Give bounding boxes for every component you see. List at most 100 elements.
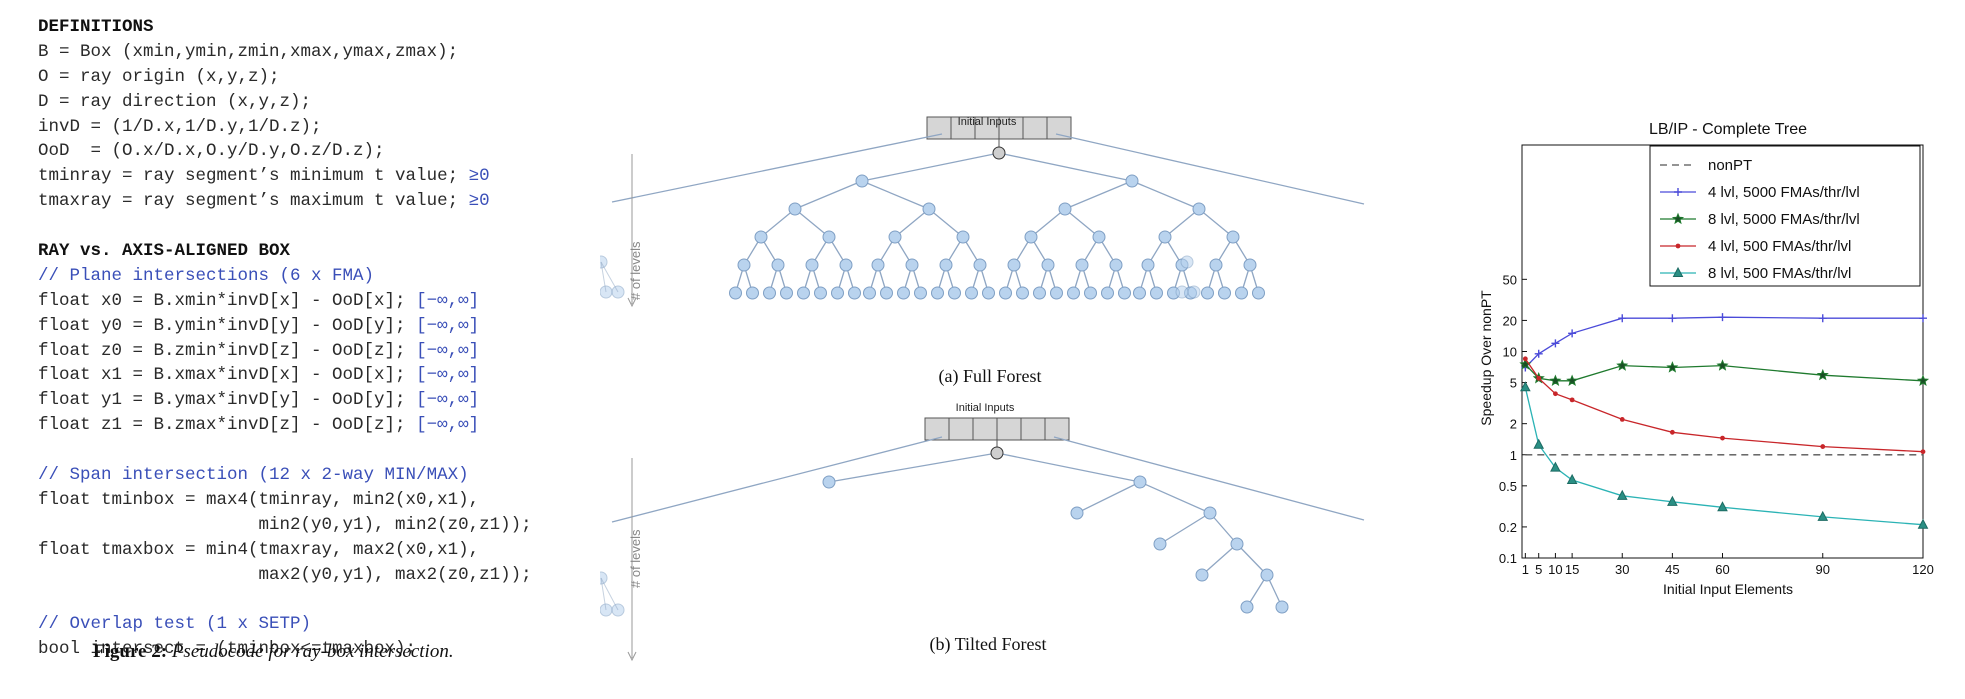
tree-node <box>839 258 853 272</box>
tree-node <box>1240 600 1254 614</box>
tree-node <box>771 258 785 272</box>
code-text: OoD = (O.x/D.x,O.y/D.y,O.z/D.z); <box>38 141 385 162</box>
tree-node <box>1180 255 1194 269</box>
input-cell <box>996 417 1022 441</box>
tree-node <box>1203 506 1217 520</box>
full-forest <box>600 116 1365 308</box>
ray-box-header: RAY vs. AXIS-ALIGNED BOX <box>38 241 291 262</box>
code-line: float x1 = B.xmax*invD[x] - OoD[x]; [−∞,… <box>38 363 598 388</box>
tree-node <box>1024 230 1038 244</box>
tree-node <box>1195 568 1209 582</box>
tree-node <box>880 286 893 300</box>
x-tick-label: 10 <box>1548 562 1562 577</box>
code-text: D = ray direction (x,y,z); <box>38 91 312 112</box>
tree-node <box>956 230 970 244</box>
code-line: tminray = ray segment’s minimum t value;… <box>38 164 598 189</box>
tree-node <box>1158 230 1172 244</box>
x-tick-label: 30 <box>1615 562 1629 577</box>
cone-right <box>1055 133 1365 205</box>
tree-node <box>797 286 810 300</box>
tree-node <box>1133 475 1147 489</box>
tree-node <box>1101 286 1114 300</box>
value-range: [−∞,∞] <box>416 290 480 311</box>
tree-edge <box>1030 208 1066 238</box>
tree-node <box>999 286 1012 300</box>
tree-node <box>1153 537 1167 551</box>
value-range: [−∞,∞] <box>416 390 480 411</box>
tree-node <box>931 286 944 300</box>
definition-lines: B = Box (xmin,ymin,zmin,xmax,ymax,zmax);… <box>38 40 598 214</box>
tree-edge <box>1064 180 1133 210</box>
value-range: ≥0 <box>468 166 490 187</box>
code-line: min2(y0,y1), min2(z0,z1)); <box>38 514 532 535</box>
tree-edge <box>1209 512 1238 545</box>
value-range: [−∞,∞] <box>416 340 480 361</box>
tree-node <box>737 258 751 272</box>
caption-label: Figure 2: <box>93 641 168 662</box>
top-forest-caption: (a) Full Forest <box>939 366 1042 387</box>
bottom-inputs-label: Initial Inputs <box>956 402 1015 414</box>
tree-node <box>990 446 1004 460</box>
tree-node <box>905 258 919 272</box>
tree-edge <box>600 261 607 293</box>
data-point <box>1818 314 1827 323</box>
value-range: [−∞,∞] <box>416 365 480 386</box>
y-tick-label: 2 <box>1510 417 1517 432</box>
x-tick-label: 1 <box>1522 562 1529 577</box>
bottom-levels-label: # of levels <box>628 529 643 588</box>
tree-node <box>1260 568 1274 582</box>
pseudocode-listing: DEFINITIONS B = Box (xmin,ymin,zmin,xmax… <box>38 15 598 662</box>
top-inputs-label: Initial Inputs <box>958 116 1017 128</box>
tree-node <box>871 258 885 272</box>
data-point <box>1716 359 1729 371</box>
data-point <box>1675 243 1681 249</box>
tree-node <box>1226 230 1240 244</box>
code-line: invD = (1/D.x,1/D.y,1/D.z); <box>38 115 598 140</box>
chart-y-axis-label: Speedup Over nonPT <box>1478 290 1494 426</box>
tree-edge <box>600 577 619 611</box>
code-line: tmaxray = ray segment’s maximum t value;… <box>38 189 598 214</box>
tree-edge <box>600 577 607 611</box>
data-point <box>1666 361 1679 373</box>
legend-label: 4 lvl, 500 FMAs/thr/lvl <box>1708 238 1851 255</box>
x-tick-label: 120 <box>1912 562 1934 577</box>
data-point <box>1566 473 1578 484</box>
value-range: ≥0 <box>468 191 490 212</box>
tree-node <box>1050 286 1063 300</box>
tree-node <box>729 286 742 300</box>
tree-edge <box>928 208 964 238</box>
input-cell <box>1044 417 1070 441</box>
input-cell <box>1020 417 1046 441</box>
tree-node <box>922 202 936 216</box>
legend-label: 4 lvl, 5000 FMAs/thr/lvl <box>1708 184 1860 201</box>
tree-node <box>948 286 961 300</box>
tree-node <box>1125 174 1139 188</box>
tree-node <box>1275 600 1289 614</box>
tree-node <box>1175 285 1189 299</box>
tree-node <box>1187 285 1201 299</box>
data-point <box>1534 349 1543 358</box>
figure-caption: Figure 2: Pseudocode for ray-box interse… <box>93 641 454 663</box>
y-tick-label: 0.1 <box>1499 551 1517 566</box>
tree-node <box>1230 537 1244 551</box>
forest-diagram: Initial Inputs (a) Full Forest # of leve… <box>600 116 1365 662</box>
tree-node <box>822 230 836 244</box>
tree-node <box>780 286 793 300</box>
data-point <box>1619 416 1625 422</box>
input-cell <box>948 417 974 441</box>
tree-node <box>1092 230 1106 244</box>
tree-node <box>939 258 953 272</box>
code-line: float y0 = B.ymin*invD[y] - OoD[y]; [−∞,… <box>38 314 598 339</box>
top-levels-label: # of levels <box>628 241 643 300</box>
data-point <box>1674 188 1682 196</box>
y-tick-label: 0.5 <box>1499 479 1517 494</box>
tree-node <box>848 286 861 300</box>
code-line: float z1 = B.zmax*invD[z] - OoD[z]; [−∞,… <box>38 413 598 438</box>
data-point <box>1520 381 1531 392</box>
x-tick-label: 90 <box>1816 562 1830 577</box>
caption-text: Pseudocode for ray-box intersection. <box>171 641 454 662</box>
y-tick-label: 5 <box>1510 376 1517 391</box>
code-line: B = Box (xmin,ymin,zmin,xmax,ymax,zmax); <box>38 40 598 65</box>
legend-label: 8 lvl, 500 FMAs/thr/lvl <box>1708 265 1851 282</box>
